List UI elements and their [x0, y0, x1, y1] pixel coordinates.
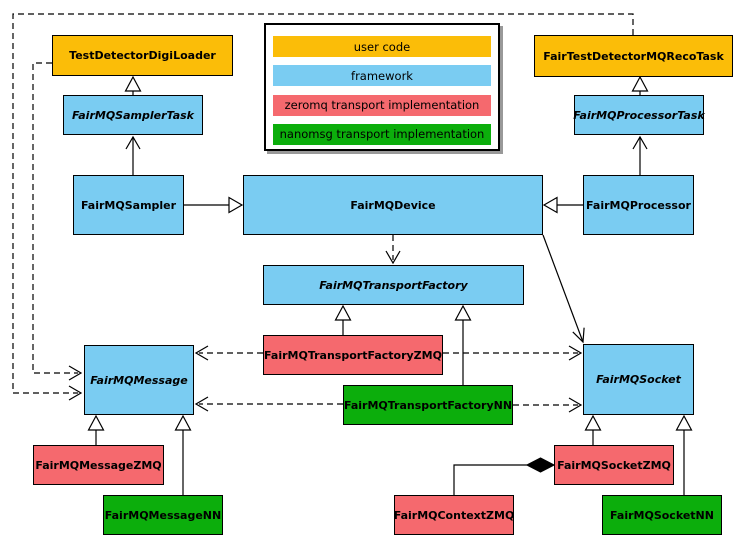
edge-digiloader-to-message [32, 62, 83, 381]
edge-factorynn-to-socket [513, 397, 583, 413]
node-fairmq-message: FairMQMessage [84, 345, 194, 415]
edge-processortask-to-recotask [631, 75, 649, 95]
node-fairmq-device: FairMQDevice [243, 175, 543, 235]
node-fairmq-sampler: FairMQSampler [73, 175, 184, 235]
edge-device-to-socket [542, 234, 585, 344]
edge-device-to-transportfactory [385, 235, 401, 265]
composition-diamond [525, 457, 556, 473]
edge-socketzmq-to-socket [584, 414, 602, 445]
node-fairmq-socket-nn: FairMQSocketNN [602, 495, 722, 535]
edge-samplertask-to-digiloader [124, 75, 142, 95]
edge-factoryzmq-to-message [194, 345, 263, 361]
edge-processor-to-device [542, 196, 583, 214]
edge-factoryzmq-to-factory [334, 304, 352, 335]
node-fairmq-sampler-task: FairMQSamplerTask [63, 95, 203, 135]
node-fair-test-detector-mq-recotask: FairTestDetectorMQRecoTask [534, 35, 733, 77]
edge-factoryzmq-to-socket [443, 345, 583, 361]
node-fairmq-processor: FairMQProcessor [583, 175, 694, 235]
edge-recotask-to-message [12, 13, 634, 401]
edge-processor-to-processortask [632, 135, 648, 175]
legend-item-framework: framework [273, 65, 491, 87]
node-fairmq-processor-task: FairMQProcessorTask [573, 95, 705, 135]
edge-messagenn-to-message [174, 414, 192, 495]
legend-item-nanomsg: nanomsg transport implementation [273, 123, 491, 145]
node-fairmq-transport-factory: FairMQTransportFactory [263, 265, 524, 305]
node-fairmq-socket: FairMQSocket [583, 344, 694, 415]
node-fairmq-transport-factory-zmq: FairMQTransportFactoryZMQ [263, 335, 443, 375]
edge-factorynn-to-factory [454, 304, 472, 385]
edge-sampler-to-samplertask [125, 135, 141, 175]
legend-item-user-code: user code [273, 36, 491, 57]
node-fairmq-message-nn: FairMQMessageNN [103, 495, 223, 535]
edge-messagezmq-to-message [87, 414, 105, 445]
edge-sampler-to-device [184, 196, 244, 214]
node-fairmq-message-zmq: FairMQMessageZMQ [33, 445, 164, 485]
node-test-detector-digi-loader: TestDetectorDigiLoader [52, 35, 233, 76]
edge-factorynn-to-message [194, 396, 343, 412]
edge-socketnn-to-socket [675, 414, 693, 495]
node-fairmq-context-zmq: FairMQContextZMQ [394, 495, 514, 535]
legend-item-zeromq: zeromq transport implementation [273, 94, 491, 116]
node-fairmq-socket-zmq: FairMQSocketZMQ [554, 445, 674, 485]
node-fairmq-transport-factory-nn: FairMQTransportFactoryNN [343, 385, 513, 425]
edge-contextzmq-to-socketzmq [453, 457, 556, 495]
legend: user code framework zeromq transport imp… [264, 23, 500, 151]
